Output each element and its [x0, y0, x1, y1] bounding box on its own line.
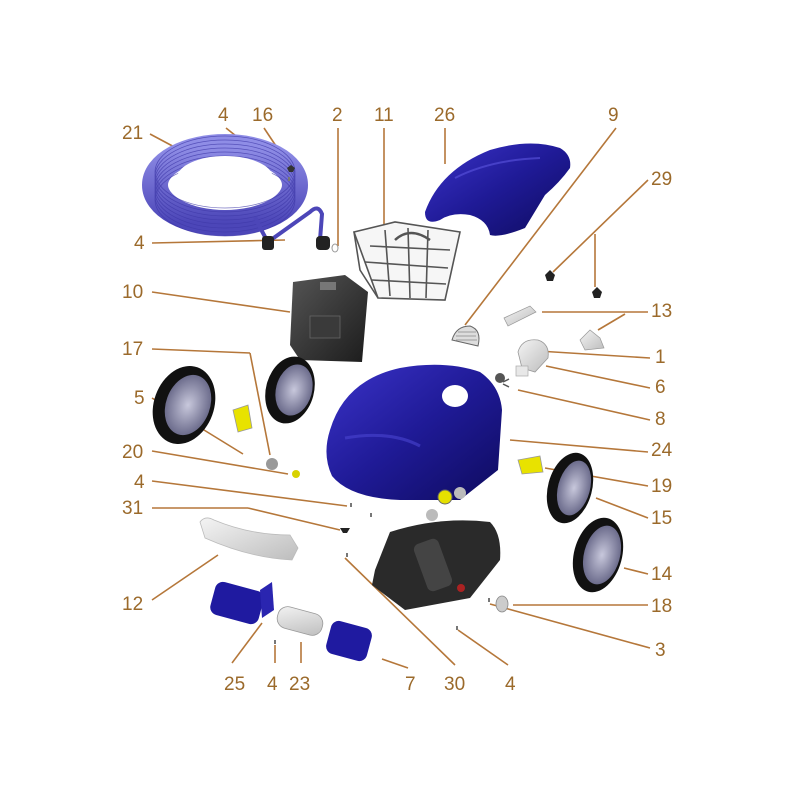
callout-23: 23	[289, 674, 311, 695]
part-4-screw	[288, 177, 290, 181]
part-4-screw	[350, 503, 352, 507]
part-31-plug	[340, 528, 350, 533]
callout-1: 1	[655, 347, 666, 368]
callout-4: 4	[218, 105, 229, 126]
callout-30: 30	[444, 674, 466, 695]
callout-16: 16	[252, 105, 274, 126]
callout-7: 7	[405, 674, 416, 695]
callout-24: 24	[651, 440, 673, 461]
callout-4: 4	[505, 674, 516, 695]
part-13-bracket	[503, 305, 537, 327]
callout-18: 18	[651, 596, 673, 617]
part-chassis-base	[372, 520, 501, 610]
part-18-washer	[495, 595, 509, 613]
part-12-front-bumper	[199, 517, 299, 561]
callout-2: 2	[332, 105, 343, 126]
part-24-main-body	[326, 364, 502, 521]
part-25-brush-roller	[210, 581, 274, 625]
part-11-filter-frame	[352, 221, 461, 301]
callout-29: 29	[651, 169, 673, 190]
part-13-bracket	[579, 329, 605, 351]
callout-25: 25	[224, 674, 246, 695]
callout-11: 11	[374, 105, 394, 126]
part-26-top-cover	[425, 143, 571, 236]
part-1-6-pump	[515, 339, 549, 377]
callout-13: 13	[651, 301, 673, 322]
callout-20: 20	[122, 442, 144, 463]
callout-4: 4	[134, 472, 145, 493]
part-17-screw	[266, 458, 278, 470]
callout-9: 9	[608, 105, 619, 126]
part-wheel-rear	[265, 356, 315, 424]
callout-8: 8	[655, 409, 666, 430]
part-30-screw	[346, 553, 348, 557]
part-4-screw	[456, 626, 458, 630]
callout-26: 26	[434, 105, 456, 126]
callout-10: 10	[122, 282, 144, 303]
part-29-fastener	[545, 270, 555, 281]
callout-31: 31	[122, 498, 144, 519]
callout-17: 17	[122, 339, 144, 360]
part-19-bushing	[517, 455, 544, 475]
callout-3: 3	[655, 640, 666, 661]
part-15-wheel	[546, 452, 594, 524]
callout-5: 5	[134, 388, 145, 409]
callout-6: 6	[655, 377, 666, 398]
part-8-clip	[495, 373, 510, 388]
callout-15: 15	[651, 508, 673, 529]
callout-14: 14	[651, 564, 673, 585]
part-4-screw	[274, 640, 276, 644]
part-29-fastener	[592, 287, 602, 298]
part-14-wheel	[572, 517, 624, 593]
part-16-cap	[287, 165, 295, 172]
part-4-screw	[370, 513, 372, 517]
part-20-bushing	[292, 470, 300, 478]
part-21-power-cable	[142, 134, 330, 250]
callout-4: 4	[134, 233, 145, 254]
callout-12: 12	[122, 594, 144, 615]
part-3-screw	[488, 598, 490, 602]
callout-4: 4	[267, 674, 278, 695]
part-9-filter-grille	[451, 325, 480, 347]
part-2-o-ring	[331, 243, 339, 253]
callout-21: 21	[122, 123, 144, 144]
part-yellow-bushing	[232, 404, 253, 433]
part-7-brush-roller	[326, 620, 372, 662]
callout-19: 19	[651, 476, 673, 497]
part-10-filter-canister	[290, 275, 368, 362]
part-23-roller-tube	[276, 606, 324, 636]
part-5-wheel	[152, 366, 216, 444]
